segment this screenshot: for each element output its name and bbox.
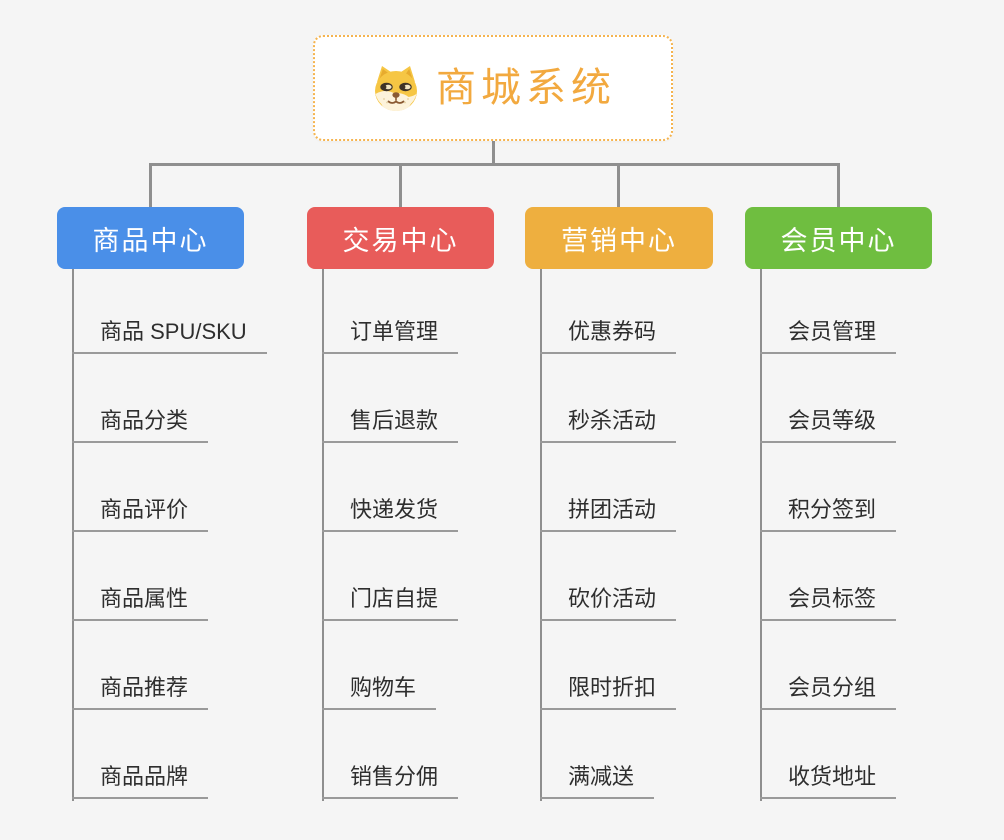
- dog-face-icon: [370, 63, 422, 113]
- leaf-item[interactable]: 会员标签: [760, 584, 897, 621]
- leaf-item[interactable]: 限时折扣: [540, 673, 677, 710]
- leaf-item[interactable]: 商品评价: [72, 495, 209, 532]
- leaf-item[interactable]: 砍价活动: [540, 584, 677, 621]
- root-connector-line: [492, 141, 495, 166]
- leaf-item[interactable]: 订单管理: [322, 317, 459, 354]
- leaf-item[interactable]: 积分签到: [760, 495, 897, 532]
- leaf-item[interactable]: 商品分类: [72, 406, 209, 443]
- leaf-item[interactable]: 商品 SPU/SKU: [72, 317, 267, 354]
- branch-header-trade[interactable]: 交易中心: [307, 207, 494, 269]
- branch-connector-line: [149, 163, 840, 166]
- leaf-item[interactable]: 商品属性: [72, 584, 209, 621]
- leaf-item[interactable]: 售后退款: [322, 406, 459, 443]
- leaf-item[interactable]: 会员分组: [760, 673, 897, 710]
- leaf-item[interactable]: 会员管理: [760, 317, 897, 354]
- leaf-item[interactable]: 秒杀活动: [540, 406, 677, 443]
- leaf-item[interactable]: 收货地址: [760, 762, 897, 799]
- root-node[interactable]: 商城系统: [313, 35, 673, 141]
- leaf-item[interactable]: 拼团活动: [540, 495, 677, 532]
- branch-header-marketing[interactable]: 营销中心: [525, 207, 713, 269]
- leaf-item[interactable]: 满减送: [540, 762, 655, 799]
- branch-column-trade: 订单管理 售后退款 快递发货 门店自提 购物车 销售分佣: [322, 269, 562, 809]
- branch-column-members: 会员管理 会员等级 积分签到 会员标签 会员分组 收货地址: [760, 269, 1000, 809]
- drop-line-members: [837, 163, 840, 207]
- leaf-item[interactable]: 商品品牌: [72, 762, 209, 799]
- leaf-item[interactable]: 商品推荐: [72, 673, 209, 710]
- root-title: 商城系统: [436, 66, 616, 110]
- leaf-item[interactable]: 快递发货: [322, 495, 459, 532]
- drop-line-trade: [399, 163, 402, 207]
- leaf-item[interactable]: 会员等级: [760, 406, 897, 443]
- branch-column-marketing: 优惠券码 秒杀活动 拼团活动 砍价活动 限时折扣 满减送: [540, 269, 780, 809]
- leaf-item[interactable]: 门店自提: [322, 584, 459, 621]
- leaf-item[interactable]: 销售分佣: [322, 762, 459, 799]
- drop-line-marketing: [617, 163, 620, 207]
- branch-header-members[interactable]: 会员中心: [745, 207, 932, 269]
- leaf-item[interactable]: 购物车: [322, 673, 437, 710]
- branch-header-products[interactable]: 商品中心: [57, 207, 244, 269]
- branch-column-products: 商品 SPU/SKU 商品分类 商品评价 商品属性 商品推荐 商品品牌: [72, 269, 312, 809]
- drop-line-products: [149, 163, 152, 207]
- leaf-item[interactable]: 优惠券码: [540, 317, 677, 354]
